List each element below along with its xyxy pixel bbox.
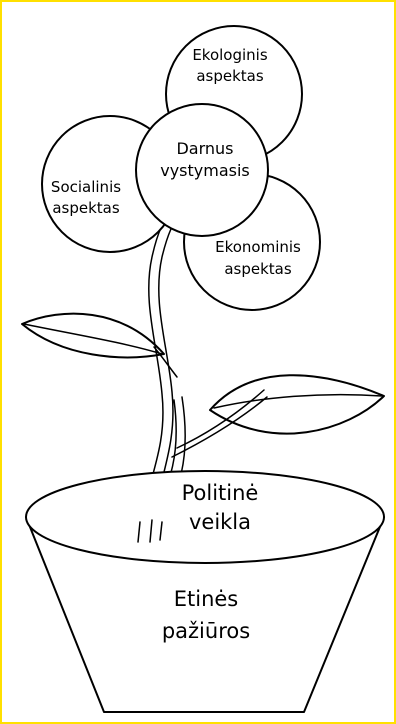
ecological-label-line2: aspektas bbox=[196, 67, 264, 85]
pot-body-label-line2: pažiūros bbox=[162, 619, 250, 643]
pot-rim bbox=[25, 470, 385, 564]
economic-label-line1: Ekonominis bbox=[215, 238, 301, 256]
ecological-label-line1: Ekologinis bbox=[192, 46, 268, 64]
economic-label-line2: aspektas bbox=[224, 260, 292, 278]
pot-body-label-line1: Etinės bbox=[174, 587, 239, 611]
center-label-line2: vystymasis bbox=[160, 161, 250, 180]
social-label-line2: aspektas bbox=[52, 199, 120, 217]
petal-circle-center bbox=[135, 103, 269, 237]
pot bbox=[25, 470, 385, 713]
social-label-line1: Socialinis bbox=[51, 178, 121, 196]
left-leaf bbox=[21, 312, 165, 359]
center-label-line1: Darnus bbox=[176, 139, 233, 158]
pot-rim-label-line1: Politinė bbox=[182, 481, 259, 505]
right-leaf bbox=[209, 374, 385, 435]
pot-rim-label-line2: veikla bbox=[189, 510, 251, 534]
